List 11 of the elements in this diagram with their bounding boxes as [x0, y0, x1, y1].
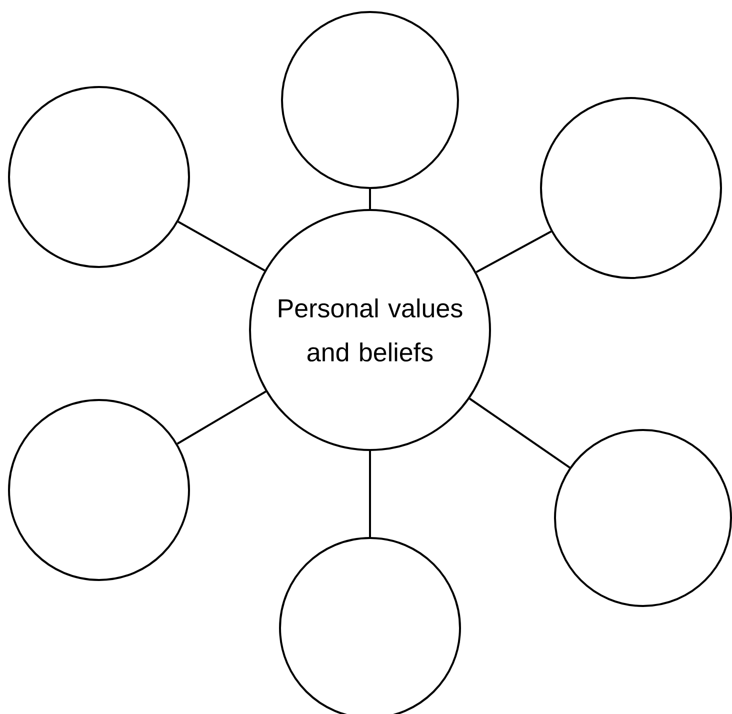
empty-circle	[8, 86, 190, 268]
empty-circle	[8, 399, 190, 581]
empty-circle	[540, 97, 722, 279]
empty-circle	[554, 429, 732, 607]
connector-line	[178, 220, 266, 272]
connector-line	[469, 398, 570, 468]
connector-line	[369, 189, 371, 209]
empty-circle	[281, 11, 459, 189]
connector-line	[176, 390, 266, 445]
connector-line	[476, 230, 552, 274]
connector-line	[369, 451, 371, 537]
